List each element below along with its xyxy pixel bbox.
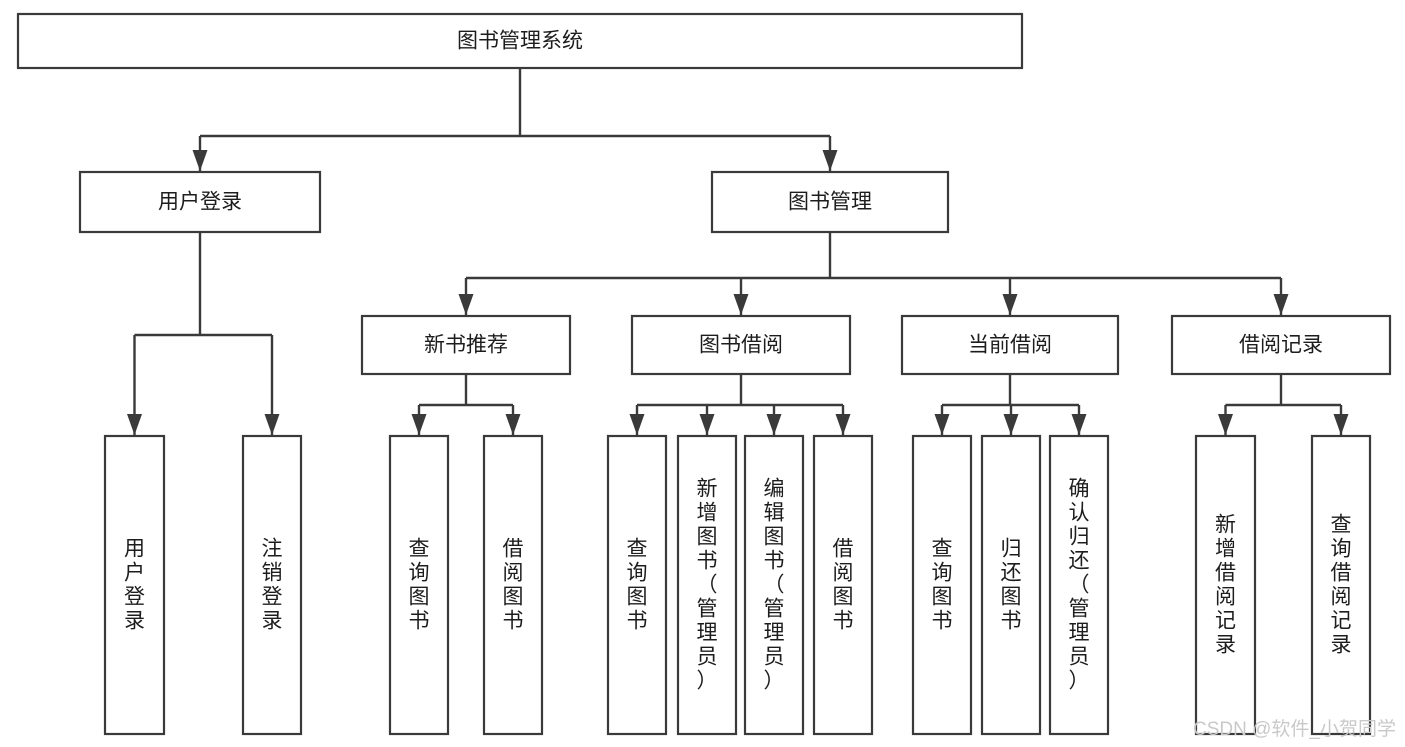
node-label-book-management: 图书管理 xyxy=(788,191,872,214)
arrow-head-new-book-recommend xyxy=(458,294,474,315)
arrow-head-leaf-query-book-current xyxy=(934,414,950,435)
node-label-leaf-add-borrow-record: 新增借阅记录 xyxy=(1215,514,1236,657)
node-label-leaf-confirm-return-admin: 确认归还（管理员） xyxy=(1069,478,1090,693)
node-box-user-login[interactable] xyxy=(78,170,322,234)
node-box-leaf-edit-book-admin[interactable] xyxy=(743,434,805,736)
arrow-head-book-borrow xyxy=(733,294,749,315)
node-box-book-management[interactable] xyxy=(710,170,950,234)
leaf-node-leaf-edit-book-admin[interactable]: 编辑图书（管理员） xyxy=(743,434,805,736)
leaf-node-leaf-borrow-book-recommend[interactable]: 借阅图书 xyxy=(482,434,544,736)
node-label-leaf-user-login: 用户登录 xyxy=(124,538,145,633)
arrow-head-leaf-borrow-book-recommend xyxy=(505,414,521,435)
node-box-leaf-user-login[interactable] xyxy=(103,434,166,736)
node-label-leaf-add-book-admin: 新增图书（管理员） xyxy=(697,478,718,693)
level1-node-user-login[interactable]: 用户登录 xyxy=(78,170,322,234)
node-box-leaf-logout-login[interactable] xyxy=(241,434,303,736)
leaf-node-leaf-add-book-admin[interactable]: 新增图书（管理员） xyxy=(676,434,738,736)
leaf-node-leaf-add-borrow-record[interactable]: 新增借阅记录 xyxy=(1194,434,1257,736)
nodes-layer: 图书管理系统用户登录图书管理新书推荐图书借阅当前借阅借阅记录用户登录注销登录查询… xyxy=(16,12,1392,736)
node-box-root[interactable] xyxy=(16,12,1024,70)
node-label-leaf-borrow-book-recommend: 借阅图书 xyxy=(503,538,524,633)
node-box-leaf-query-book-borrow[interactable] xyxy=(606,434,668,736)
node-box-leaf-borrow-book[interactable] xyxy=(812,434,874,736)
node-label-new-book-recommend: 新书推荐 xyxy=(424,334,508,357)
node-label-leaf-logout-login: 注销登录 xyxy=(262,538,283,633)
level2-node-book-borrow[interactable]: 图书借阅 xyxy=(630,314,852,376)
arrow-head-leaf-borrow-book xyxy=(835,414,851,435)
arrow-head-leaf-user-login xyxy=(127,414,142,435)
node-box-borrow-record[interactable] xyxy=(1170,314,1392,376)
node-label-borrow-record: 借阅记录 xyxy=(1239,334,1323,357)
level2-node-borrow-record[interactable]: 借阅记录 xyxy=(1170,314,1392,376)
connectors-layer xyxy=(127,68,1349,435)
node-box-leaf-add-book-admin[interactable] xyxy=(676,434,738,736)
node-label-leaf-query-book-current: 查询图书 xyxy=(932,538,953,633)
arrow-head-leaf-add-book-admin xyxy=(699,414,715,435)
node-box-leaf-return-book[interactable] xyxy=(980,434,1042,736)
arrow-head-user-login xyxy=(192,150,208,171)
leaf-node-leaf-query-book-recommend[interactable]: 查询图书 xyxy=(388,434,450,736)
level2-node-current-borrow[interactable]: 当前借阅 xyxy=(900,314,1120,376)
arrow-head-borrow-record xyxy=(1273,294,1289,315)
leaf-node-leaf-user-login[interactable]: 用户登录 xyxy=(103,434,166,736)
leaf-node-leaf-query-book-current[interactable]: 查询图书 xyxy=(911,434,973,736)
arrow-head-leaf-confirm-return-admin xyxy=(1071,414,1087,435)
node-label-leaf-edit-book-admin: 编辑图书（管理员） xyxy=(764,478,785,693)
root-node-root[interactable]: 图书管理系统 xyxy=(16,12,1024,70)
node-label-leaf-return-book: 归还图书 xyxy=(1001,538,1022,633)
node-box-leaf-query-book-current[interactable] xyxy=(911,434,973,736)
arrow-head-leaf-logout-login xyxy=(264,414,280,435)
node-label-leaf-query-borrow-record: 查询借阅记录 xyxy=(1331,514,1352,657)
node-box-new-book-recommend[interactable] xyxy=(360,314,572,376)
node-label-current-borrow: 当前借阅 xyxy=(968,334,1052,357)
arrow-head-leaf-query-book-recommend xyxy=(411,414,427,435)
leaf-node-leaf-confirm-return-admin[interactable]: 确认归还（管理员） xyxy=(1048,434,1110,736)
arrow-head-leaf-return-book xyxy=(1003,414,1019,435)
node-box-leaf-add-borrow-record[interactable] xyxy=(1194,434,1257,736)
node-box-book-borrow[interactable] xyxy=(630,314,852,376)
arrow-head-leaf-query-book-borrow xyxy=(629,414,645,435)
node-label-leaf-borrow-book: 借阅图书 xyxy=(833,538,854,633)
leaf-node-leaf-query-book-borrow[interactable]: 查询图书 xyxy=(606,434,668,736)
node-box-leaf-query-book-recommend[interactable] xyxy=(388,434,450,736)
node-label-root: 图书管理系统 xyxy=(457,30,583,53)
node-box-leaf-borrow-book-recommend[interactable] xyxy=(482,434,544,736)
arrow-head-leaf-edit-book-admin xyxy=(766,414,782,435)
node-box-leaf-confirm-return-admin[interactable] xyxy=(1048,434,1110,736)
arrow-head-current-borrow xyxy=(1002,294,1018,315)
arrow-head-leaf-add-borrow-record xyxy=(1218,414,1233,435)
watermark-label: CSDN @软件_小贺同学 xyxy=(1193,718,1396,740)
leaf-node-leaf-query-borrow-record[interactable]: 查询借阅记录 xyxy=(1310,434,1372,736)
node-box-current-borrow[interactable] xyxy=(900,314,1120,376)
leaf-node-leaf-return-book[interactable]: 归还图书 xyxy=(980,434,1042,736)
arrow-head-leaf-query-borrow-record xyxy=(1333,414,1349,435)
node-label-book-borrow: 图书借阅 xyxy=(699,334,783,357)
level2-node-new-book-recommend[interactable]: 新书推荐 xyxy=(360,314,572,376)
node-box-leaf-query-borrow-record[interactable] xyxy=(1310,434,1372,736)
level1-node-book-management[interactable]: 图书管理 xyxy=(710,170,950,234)
node-label-user-login: 用户登录 xyxy=(158,191,242,214)
arrow-head-book-management xyxy=(822,150,838,171)
leaf-node-leaf-borrow-book[interactable]: 借阅图书 xyxy=(812,434,874,736)
node-label-leaf-query-book-borrow: 查询图书 xyxy=(627,538,648,633)
leaf-node-leaf-logout-login[interactable]: 注销登录 xyxy=(241,434,303,736)
node-label-leaf-query-book-recommend: 查询图书 xyxy=(409,538,430,633)
